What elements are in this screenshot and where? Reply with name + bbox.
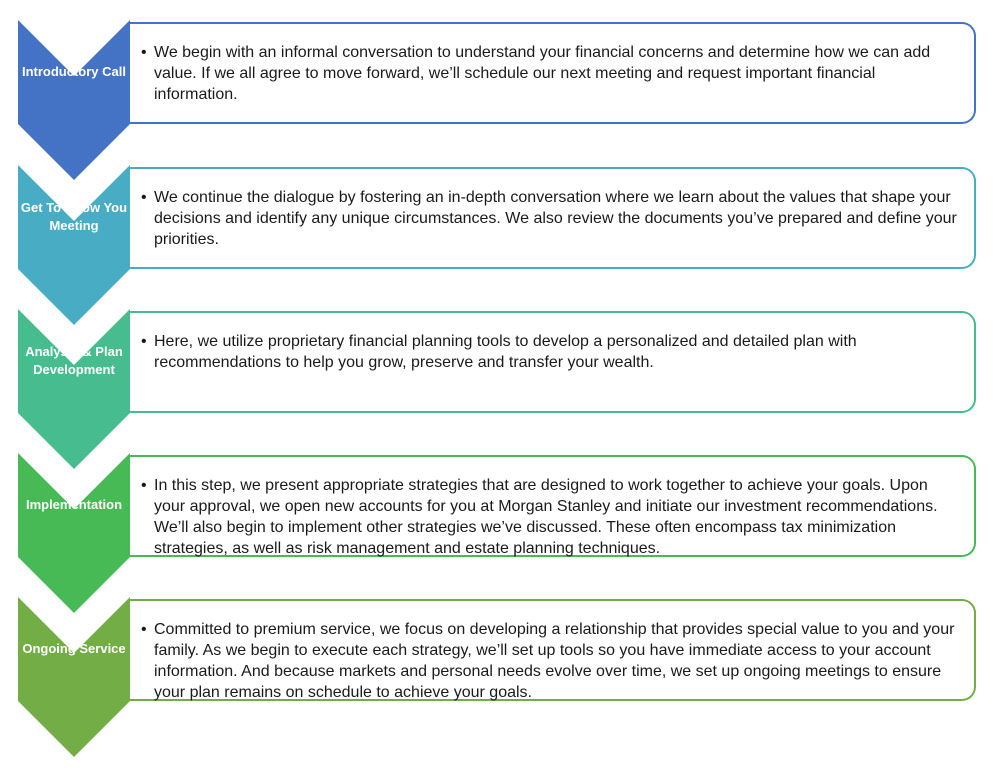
step-description: Committed to premium service, we focus o… xyxy=(141,619,958,703)
step-description-box: Here, we utilize proprietary financial p… xyxy=(130,311,976,413)
chevron-shape xyxy=(18,165,130,325)
step-description: We begin with an informal conversation t… xyxy=(141,42,958,105)
step-description-box: We begin with an informal conversation t… xyxy=(130,22,976,124)
step-description-box: In this step, we present appropriate str… xyxy=(130,455,976,557)
step-description-box: We continue the dialogue by fostering an… xyxy=(130,167,976,269)
step-description-box: Committed to premium service, we focus o… xyxy=(130,599,976,701)
chevron-shape xyxy=(18,20,130,180)
chevron-shape xyxy=(18,309,130,469)
step-introductory-call: Introductory Call We begin with an infor… xyxy=(0,20,999,180)
step-description: In this step, we present appropriate str… xyxy=(141,475,958,559)
chevron-shape xyxy=(18,597,130,757)
step-get-to-know-you-meeting: Get To Know You Meeting We continue the … xyxy=(0,165,999,325)
step-implementation: Implementation In this step, we present … xyxy=(0,453,999,613)
step-label: Implementation xyxy=(25,497,123,512)
step-ongoing-service: Ongoing Service Committed to premium ser… xyxy=(0,597,999,757)
step-analysis-plan-development: Analysis & Plan Development Here, we uti… xyxy=(0,309,999,469)
step-label: Get To Know You Meeting xyxy=(20,200,128,233)
step-description: We continue the dialogue by fostering an… xyxy=(141,187,958,250)
step-label: Introductory Call xyxy=(21,64,126,79)
step-label: Ongoing Service xyxy=(22,641,126,656)
step-description: Here, we utilize proprietary financial p… xyxy=(141,331,958,373)
chevron-shape xyxy=(18,453,130,613)
step-label: Analysis & Plan Development xyxy=(25,344,123,377)
